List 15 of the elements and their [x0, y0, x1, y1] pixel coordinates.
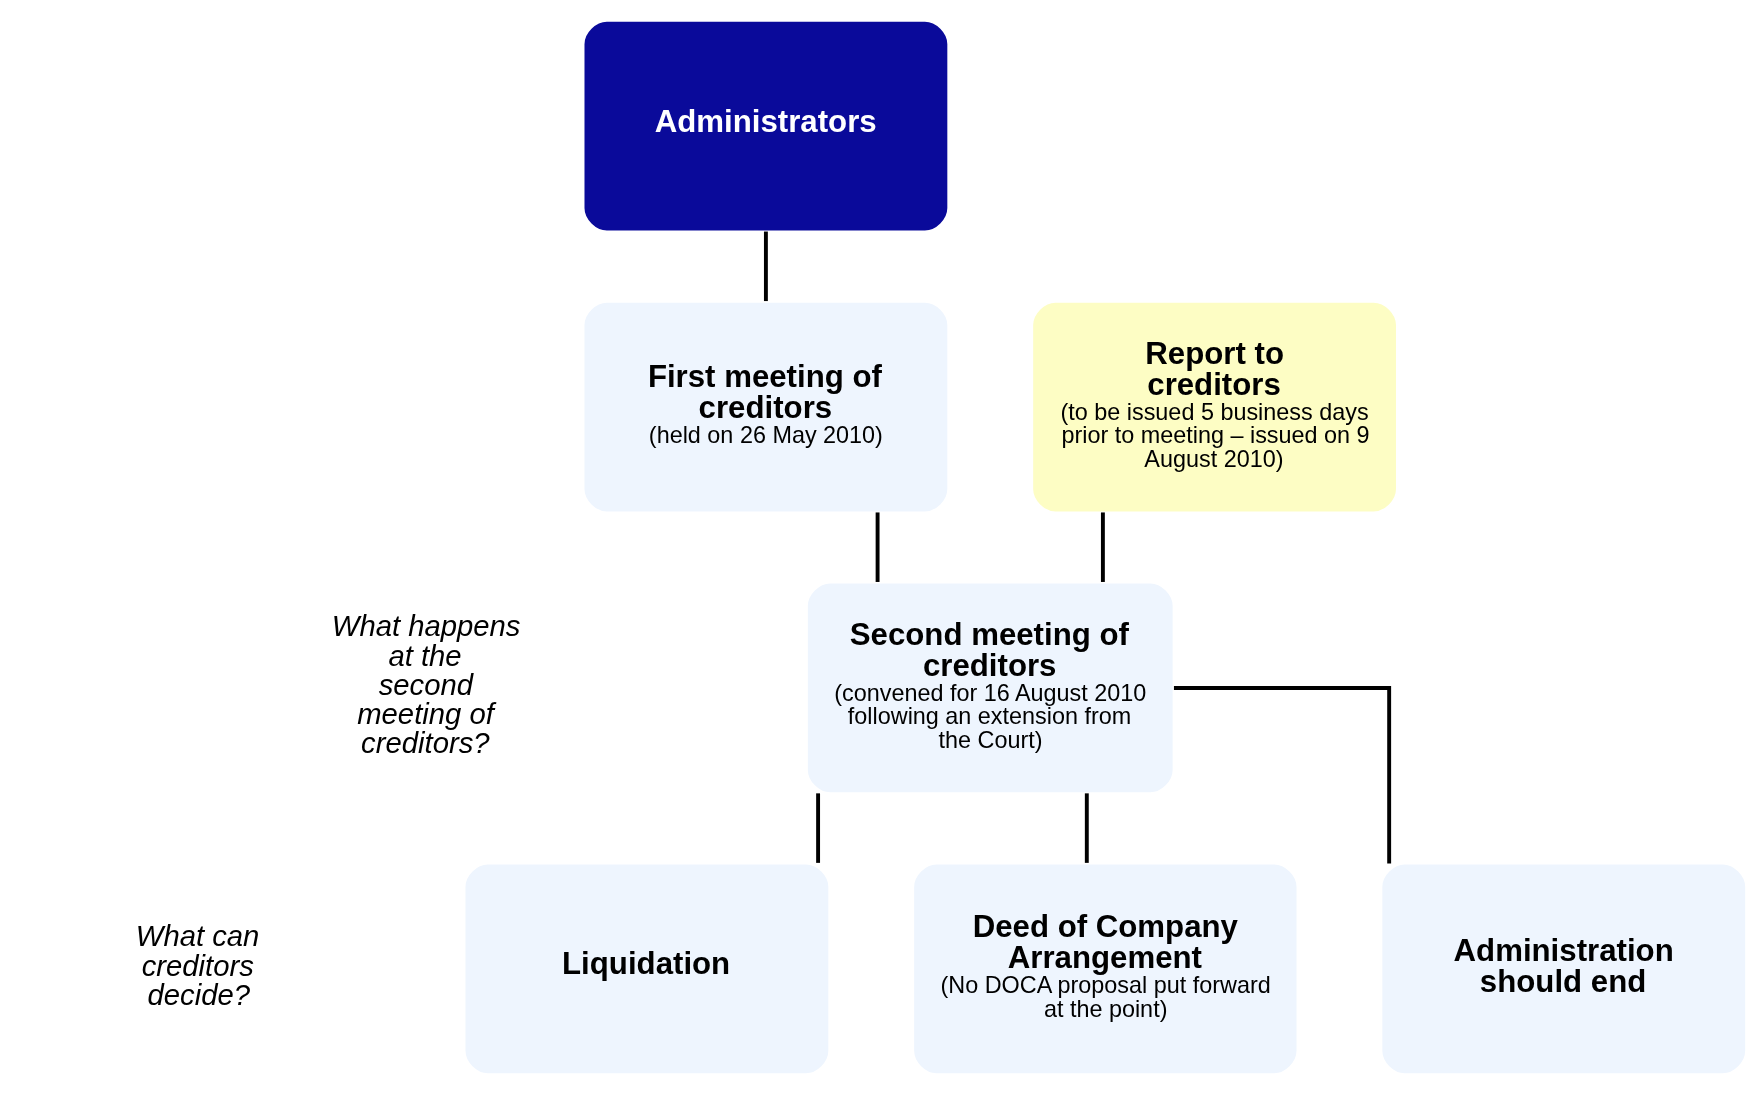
connector	[875, 512, 880, 582]
label: What can creditors decide?	[135, 920, 260, 1011]
connector	[816, 793, 821, 863]
connector	[763, 231, 768, 302]
node-box: Deed of Company Arrangement (No DOCA proposal put forward at the point)	[912, 862, 1299, 1076]
node-box: Administration should end	[1380, 862, 1748, 1076]
node-box: Second meeting of creditors (convened for 16 August 2010 following an extension from the Court)	[805, 581, 1175, 795]
connector	[1100, 512, 1105, 582]
node-box: Liquidation	[463, 862, 831, 1076]
node-box: Administrators	[582, 19, 950, 233]
connector	[1084, 793, 1089, 863]
label: What happens at the second meeting of creditors?	[331, 610, 521, 760]
node-box: First meeting of creditors (held on 26 May 2010)	[582, 300, 950, 514]
node-box: Report to creditors (to be issued 5 business days prior to meeting – issued on 9 August 2010)	[1031, 300, 1398, 514]
connector	[1173, 686, 1392, 864]
